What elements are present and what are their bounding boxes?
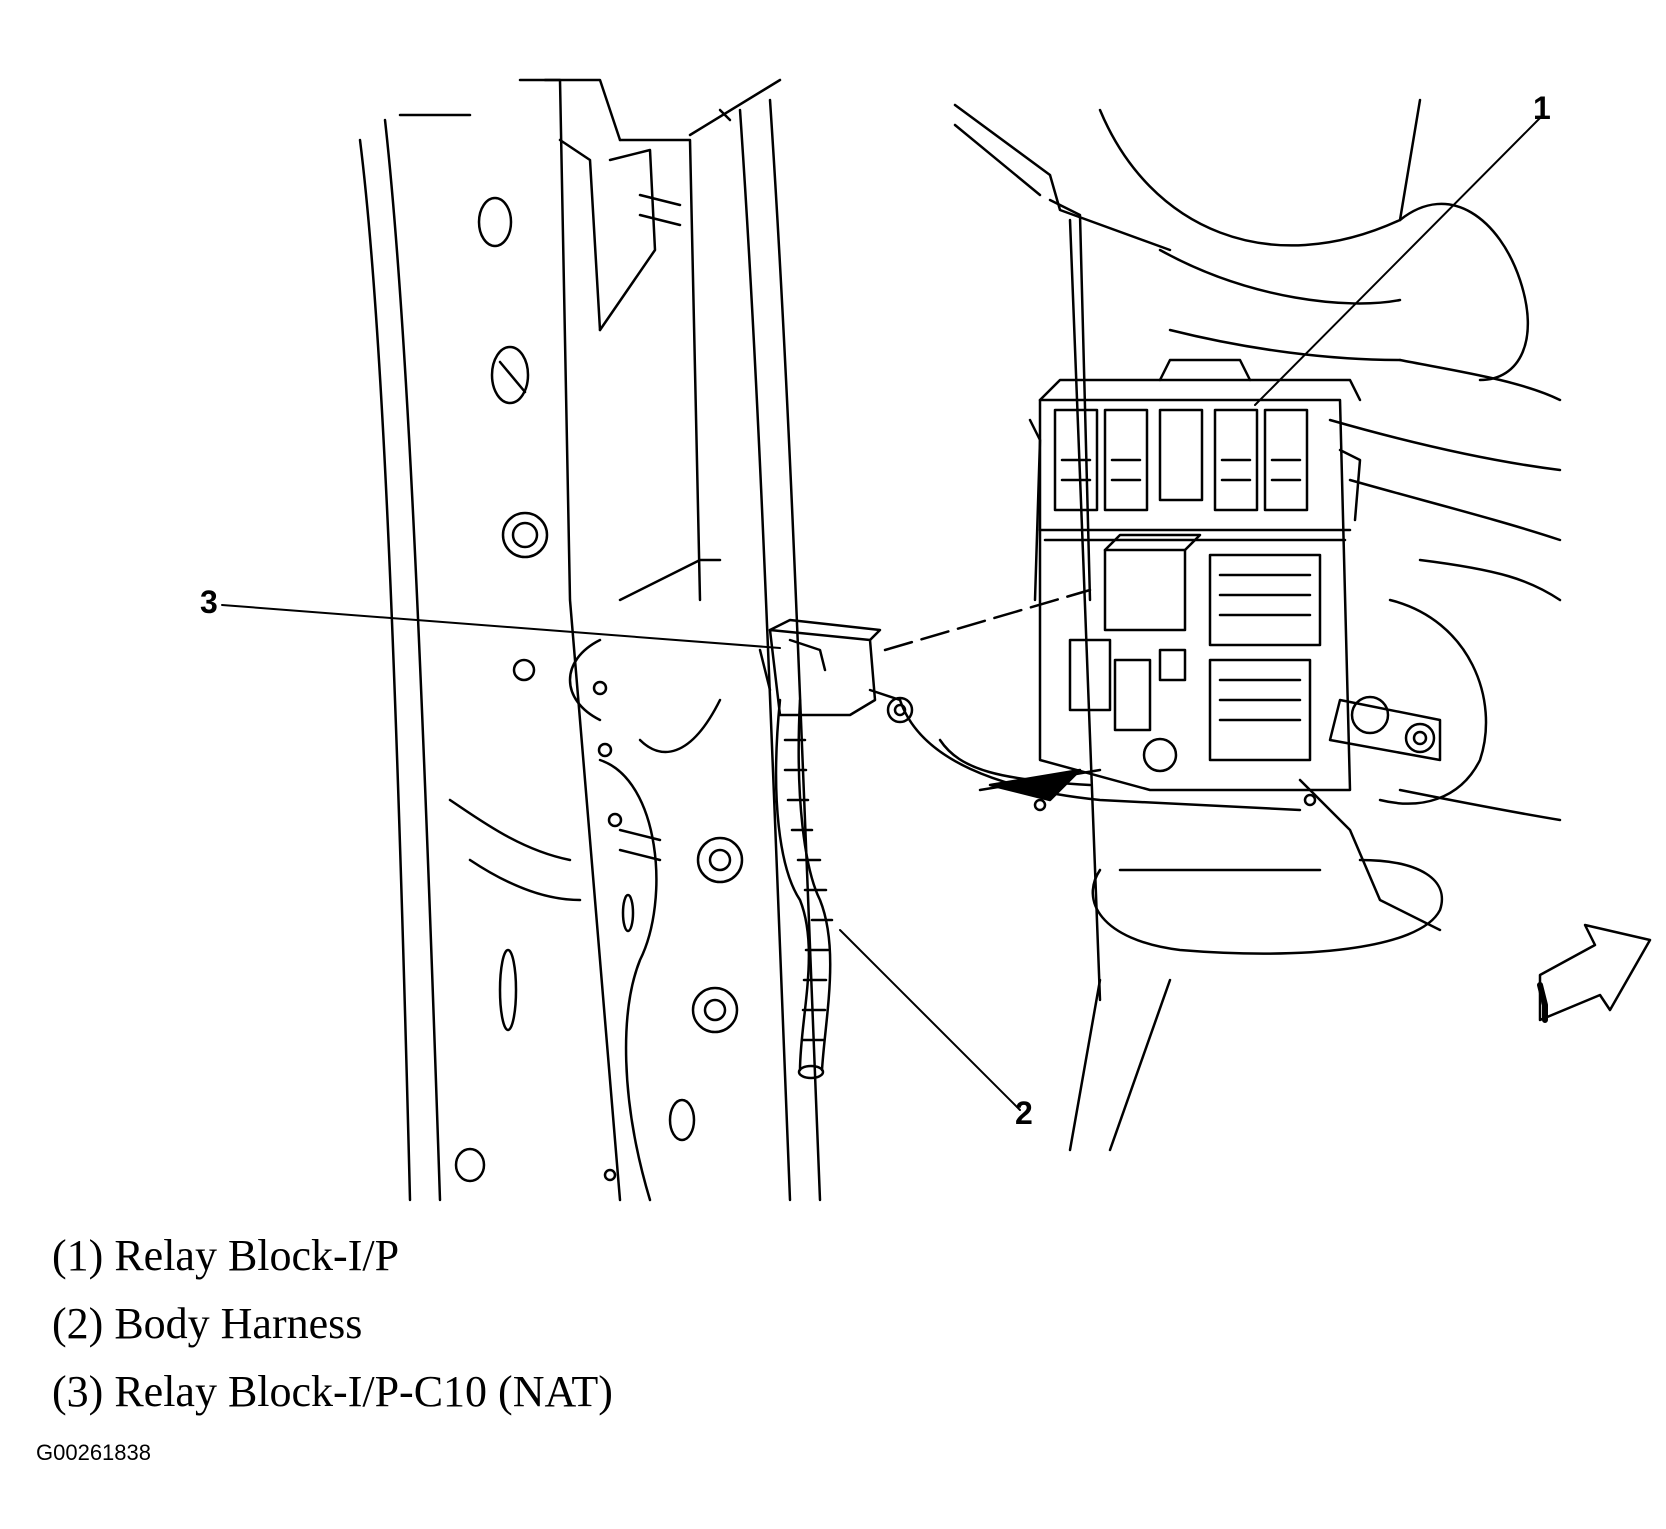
leader-line-1 — [1254, 117, 1541, 406]
legend-label: Relay Block-I/P — [114, 1231, 400, 1280]
relay-block — [1028, 358, 1390, 792]
parts-legend: (1) Relay Block-I/P (2) Body Harness (3)… — [52, 1222, 613, 1426]
dash-panel — [898, 98, 1562, 1152]
leader-line-3 — [221, 604, 781, 649]
legend-label: Relay Block-I/P-C10 (NAT) — [114, 1367, 613, 1416]
figure-id: G00261838 — [36, 1440, 151, 1465]
callout-1: 1 — [1533, 90, 1551, 126]
connector-alignment-line — [883, 588, 1092, 652]
legend-label: Body Harness — [114, 1299, 363, 1348]
legend-number: (3) — [52, 1367, 104, 1416]
legend-item-connector: (3) Relay Block-I/P-C10 (NAT) — [52, 1358, 613, 1426]
legend-number: (1) — [52, 1231, 104, 1280]
harness-connector — [758, 618, 914, 724]
arrow-right-up-icon — [1537, 923, 1652, 1023]
callout-3: 3 — [200, 584, 218, 620]
body-harness — [774, 698, 834, 1080]
legend-item-relay-block: (1) Relay Block-I/P — [52, 1222, 613, 1290]
relay-block-location-diagram — [221, 78, 1652, 1202]
body-pillar — [358, 78, 822, 1202]
legend-item-body-harness: (2) Body Harness — [52, 1290, 613, 1358]
leader-line-2 — [839, 929, 1021, 1111]
callout-2: 2 — [1015, 1095, 1033, 1131]
legend-number: (2) — [52, 1299, 104, 1348]
